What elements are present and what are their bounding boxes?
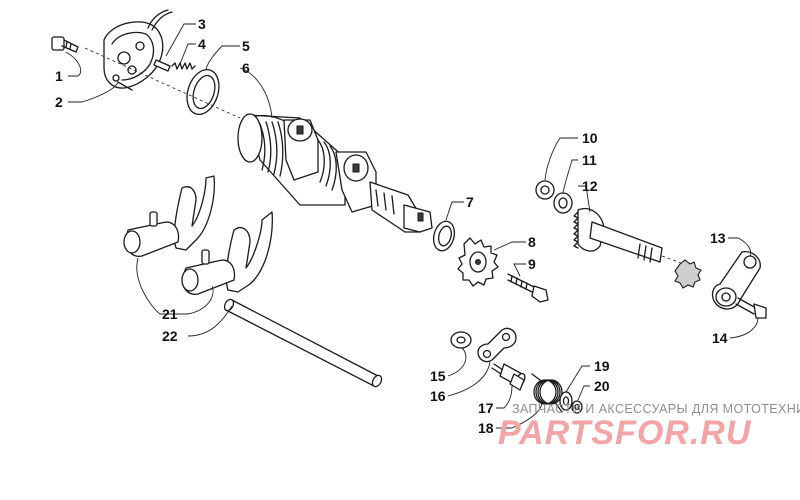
callout-4: 4 — [198, 36, 206, 52]
part-6-shift-drum — [237, 113, 433, 233]
leader-lines — [65, 23, 759, 429]
callout-9: 9 — [528, 256, 536, 272]
callout-7: 7 — [466, 194, 474, 210]
callout-18: 18 — [478, 420, 494, 436]
callout-6: 6 — [242, 60, 250, 76]
part-8-gear — [457, 237, 499, 287]
callout-14: 14 — [712, 330, 728, 346]
part-15-washer — [450, 331, 472, 349]
part-7-washer — [432, 220, 456, 252]
callout-3: 3 — [198, 16, 206, 32]
part-13-shift-arm — [674, 251, 761, 310]
part-22-fork-shaft — [223, 298, 383, 388]
callout-16: 16 — [430, 388, 446, 404]
part-5-washer — [186, 68, 220, 116]
part-21-shift-fork — [123, 175, 273, 295]
callout-2: 2 — [55, 94, 63, 110]
part-18-torsion-spring — [531, 373, 563, 413]
callout-12: 12 — [582, 178, 598, 194]
callout-labels: 1 2 3 4 5 6 7 8 9 10 11 12 13 14 15 16 1… — [55, 16, 728, 436]
part-9-bolt — [507, 273, 549, 303]
callout-22: 22 — [162, 328, 178, 344]
part-1-bolt — [51, 36, 79, 53]
part-16-link-plate — [477, 327, 517, 363]
part-12-shift-shaft — [573, 208, 701, 271]
part-10-washer — [535, 180, 555, 200]
watermark-caption: ЗАПЧАСТИ И АКСЕССУАРЫ ДЛЯ МОТОТЕХНИКИ — [512, 402, 800, 416]
part-20-washer — [571, 400, 583, 414]
callout-1: 1 — [55, 68, 63, 84]
callout-5: 5 — [242, 38, 250, 54]
callout-19: 19 — [594, 358, 610, 374]
callout-20: 20 — [594, 378, 610, 394]
part-4-spring — [171, 62, 196, 70]
watermark-logo: PARTSFOR.RU — [498, 414, 752, 452]
callout-10: 10 — [582, 130, 598, 146]
part-14-bolt — [735, 297, 767, 319]
part-11-washer — [553, 192, 573, 214]
callout-13: 13 — [710, 230, 726, 246]
callout-17: 17 — [478, 400, 494, 416]
callout-21: 21 — [162, 306, 178, 322]
callout-11: 11 — [582, 152, 597, 168]
part-3-pin — [153, 59, 171, 72]
callout-8: 8 — [528, 234, 536, 250]
part-2-cover-plate — [103, 9, 173, 91]
part-17-stud — [491, 363, 526, 391]
callout-15: 15 — [430, 368, 446, 384]
